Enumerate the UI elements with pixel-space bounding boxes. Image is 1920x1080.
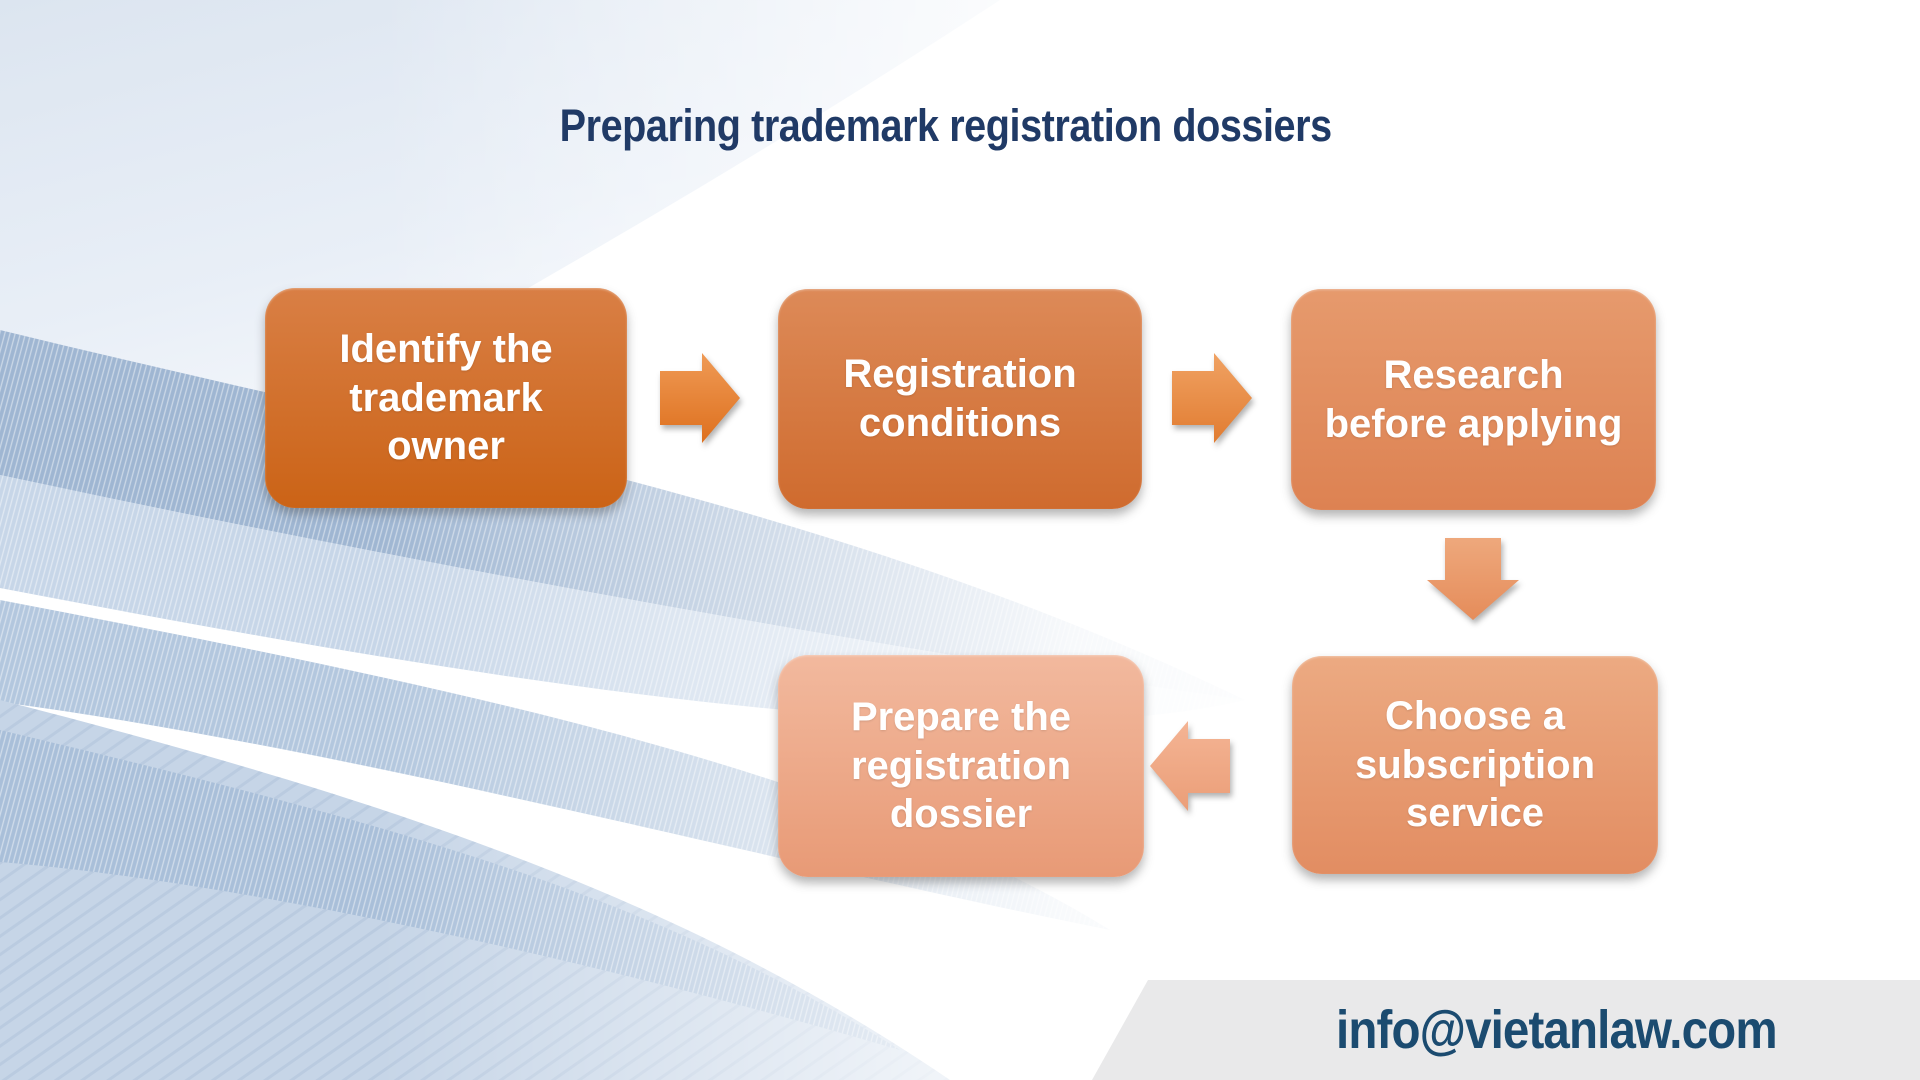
flow-step-choose-subscription-service: Choose a subscription service [1292, 656, 1658, 874]
flow-step-prepare-registration-dossier: Prepare the registration dossier [778, 655, 1144, 877]
flow-step-label: Prepare the registration dossier [850, 694, 1072, 837]
flow-step-research-before-applying: Research before applying [1291, 289, 1656, 510]
arrow-right-icon [660, 353, 740, 448]
flow-step-registration-conditions: Registration conditions [778, 289, 1142, 509]
flow-step-label: Choose a subscription service [1354, 693, 1596, 836]
slide-title-text: Preparing trademark registration dossier… [559, 100, 1333, 151]
flow-step-label: Registration conditions [843, 352, 1077, 445]
flow-step-identify-trademark-owner: Identify the trademark owner [265, 288, 627, 508]
flow-step-label: Research before applying [1324, 352, 1623, 446]
footer-band: info@vietanlaw.com [1092, 980, 1920, 1080]
footer-email-text: info@vietanlaw.com [1335, 1000, 1778, 1060]
arrow-down-icon [1427, 538, 1519, 625]
flow-step-label: Identify the trademark owner [339, 326, 553, 469]
arrow-right-icon [1172, 353, 1252, 448]
slide-title: Preparing trademark registration dossier… [0, 100, 1906, 152]
arrow-left-icon [1150, 721, 1230, 816]
